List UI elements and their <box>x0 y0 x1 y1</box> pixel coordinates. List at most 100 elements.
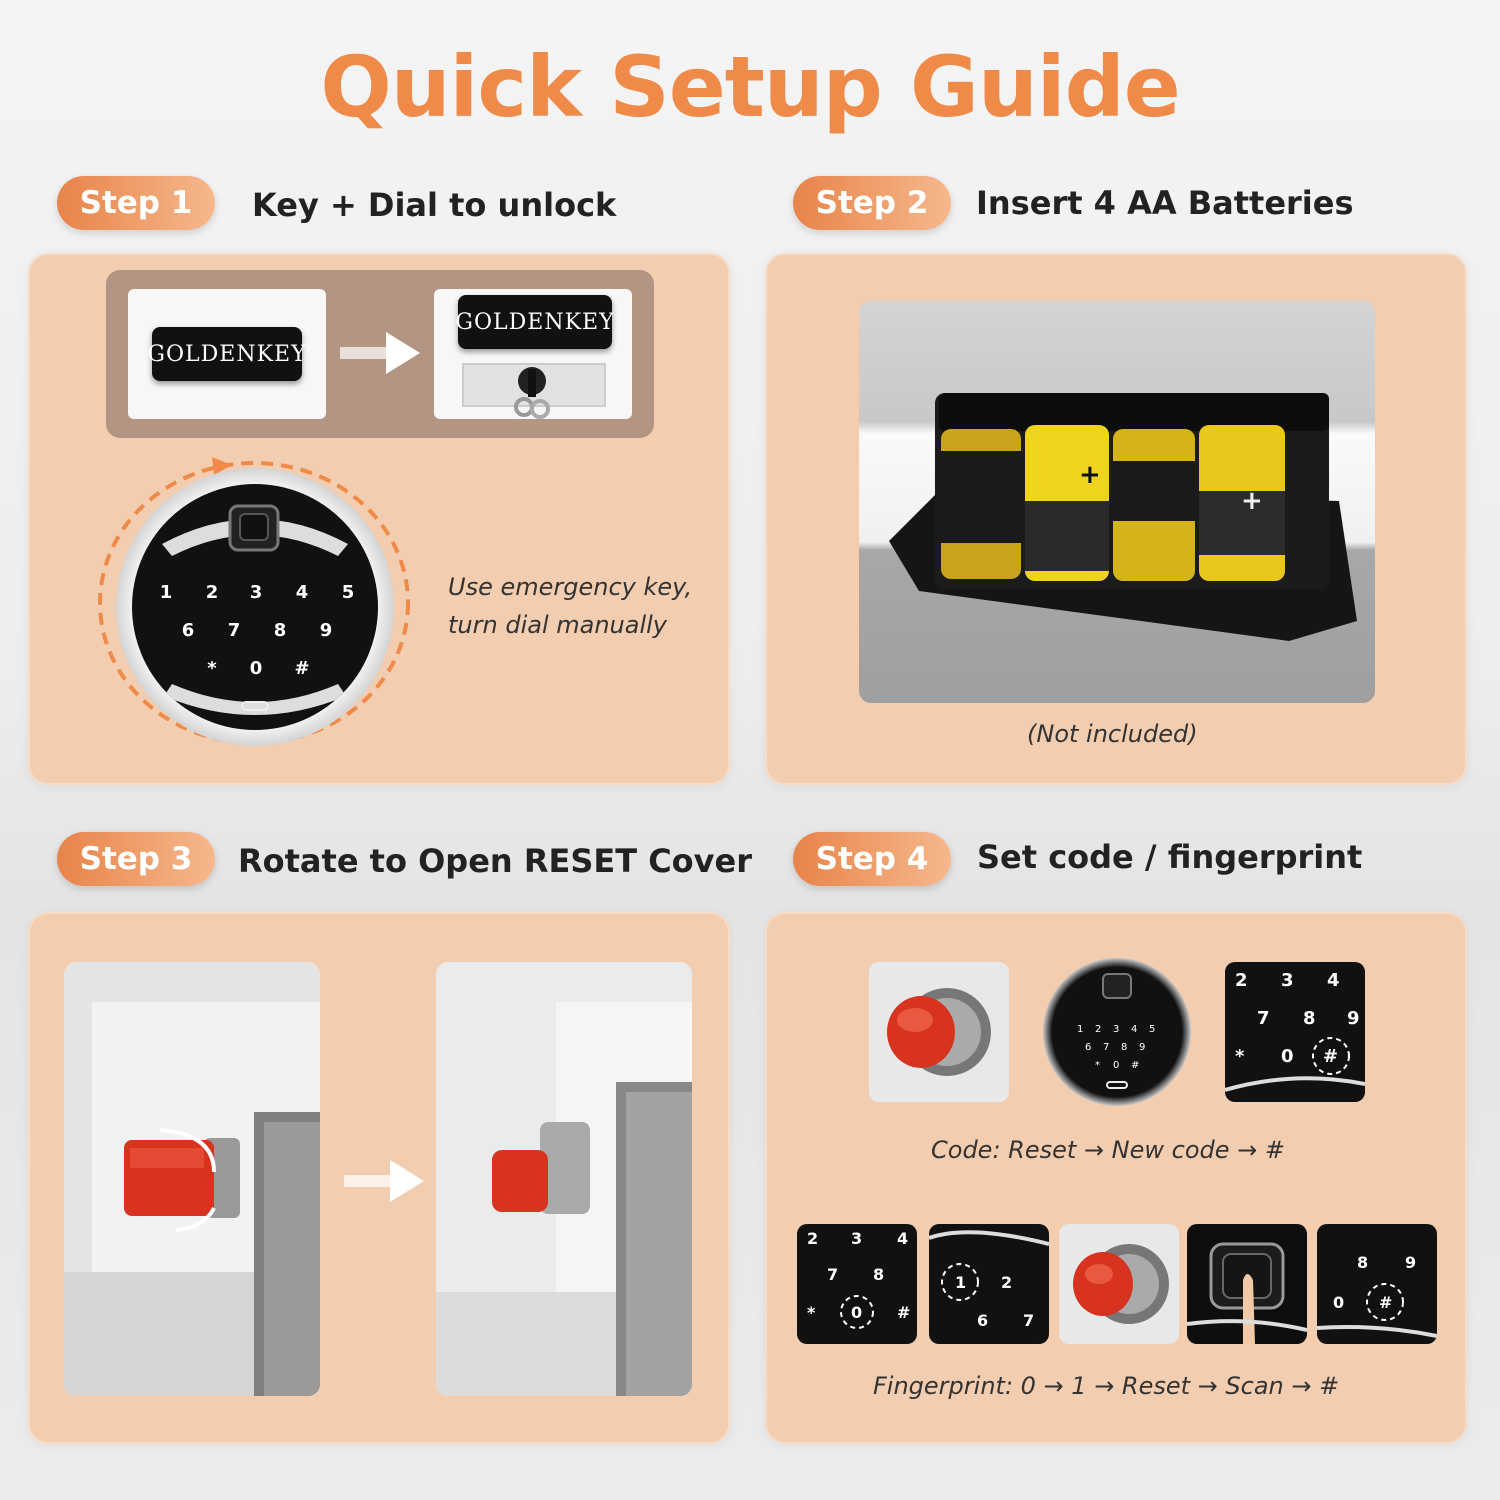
battery-tray-icon: + + <box>889 393 1357 641</box>
svg-text:+: + <box>1079 460 1101 490</box>
arrow-right-icon <box>344 1160 424 1202</box>
reset-cover-open-icon <box>436 1002 692 1396</box>
svg-text:0: 0 <box>851 1303 862 1322</box>
svg-text:8: 8 <box>873 1265 884 1284</box>
arrow-right-icon <box>340 332 420 374</box>
keypad-key-0: 0 <box>249 658 263 679</box>
reset-button-thumb <box>869 962 1009 1102</box>
brand-plate-raised: GOLDENKEY <box>455 295 614 349</box>
dial-thumb: 1 2 3 4 5 6 7 8 9 * 0 # <box>1043 958 1191 1106</box>
step-4-badge: Step 4 <box>793 832 951 886</box>
fingerprint-step-scan-thumb <box>1187 1224 1307 1344</box>
svg-text:7: 7 <box>827 1265 838 1284</box>
step-3-panel <box>28 912 730 1444</box>
unlocked-plate-card: GOLDENKEY <box>434 289 632 419</box>
fingerprint-step-key-0-thumb: 2 3 4 7 8 * 0 # <box>797 1224 917 1344</box>
keypad-key-7: 7 <box>227 620 241 641</box>
svg-text:7: 7 <box>1023 1311 1034 1330</box>
svg-text:7: 7 <box>1103 1042 1109 1053</box>
svg-text:3: 3 <box>851 1229 862 1248</box>
svg-text:#: # <box>897 1303 910 1322</box>
svg-text:3: 3 <box>1113 1024 1119 1035</box>
dial-keypad-icon: 1 2 3 4 5 6 7 8 9 * 0 # <box>1077 973 1155 1089</box>
keypad-key-5: 5 <box>341 582 355 603</box>
keypad-key-2: 2 <box>205 582 219 603</box>
battery-cells: + + <box>941 425 1285 581</box>
fingerprint-caption: Fingerprint: 0 → 1 → Reset → Scan → # <box>873 1372 1340 1400</box>
electronic-dial: 1 2 3 4 5 6 7 8 9 * 0 # <box>116 468 394 746</box>
svg-text:9: 9 <box>1347 1008 1360 1029</box>
svg-text:6: 6 <box>1085 1042 1091 1053</box>
svg-text:1: 1 <box>1077 1024 1083 1035</box>
reset-button-icon <box>1073 1244 1169 1324</box>
step-3-badge: Step 3 <box>57 832 215 886</box>
svg-text:#: # <box>1131 1060 1139 1071</box>
step-4-title: Set code / fingerprint <box>977 838 1363 876</box>
svg-text:9: 9 <box>1405 1253 1416 1272</box>
keypad-hash-highlight-icon: 8 9 0 # <box>1317 1253 1437 1338</box>
reset-cover-open-photo <box>436 962 692 1396</box>
keypad-key-4: 4 <box>295 582 309 603</box>
step-2-panel: + + (Not included) <box>765 253 1467 785</box>
fingerprint-scanner-icon <box>1187 1242 1307 1344</box>
brand-plate: GOLDENKEY <box>147 327 306 381</box>
keypad-key-1: 1 <box>159 582 173 603</box>
svg-text:*: * <box>1095 1060 1100 1071</box>
svg-text:2: 2 <box>807 1229 818 1248</box>
svg-text:9: 9 <box>1139 1042 1145 1053</box>
svg-text:+: + <box>1241 486 1263 516</box>
page-title: Quick Setup Guide <box>320 38 1180 136</box>
keypad-key-hash: # <box>294 658 310 679</box>
step-2-title: Insert 4 AA Batteries <box>976 184 1354 222</box>
step-1-panel: GOLDENKEY GOLDENKEY <box>28 253 730 785</box>
battery-tray-photo: + + <box>859 301 1375 703</box>
svg-text:4: 4 <box>897 1229 908 1248</box>
svg-text:8: 8 <box>1357 1253 1368 1272</box>
svg-text:3: 3 <box>1281 970 1294 991</box>
step-4-panel: 1 2 3 4 5 6 7 8 9 * 0 # 2 3 4 7 8 9 * 0 # Code: Reset →… <box>765 912 1467 1444</box>
dial-silver-bands-icon <box>162 504 348 715</box>
step-1-title: Key + Dial to unlock <box>252 186 617 224</box>
svg-text:#: # <box>1379 1293 1392 1312</box>
reset-cover-closed-photo <box>64 962 320 1396</box>
reset-button-icon <box>887 988 991 1076</box>
code-caption: Code: Reset → New code → # <box>931 1136 1285 1164</box>
svg-text:*: * <box>1235 1046 1245 1067</box>
svg-text:5: 5 <box>1149 1024 1155 1035</box>
svg-text:*: * <box>807 1303 816 1322</box>
keypad-key-9: 9 <box>319 620 333 641</box>
dial-keypad-face: 1 2 3 4 5 6 7 8 9 * 0 # <box>132 484 378 730</box>
svg-text:7: 7 <box>1257 1008 1270 1029</box>
step-2-caption: (Not included) <box>1027 720 1198 748</box>
keypad-key-6: 6 <box>181 620 195 641</box>
svg-text:8: 8 <box>1303 1008 1316 1029</box>
svg-text:8: 8 <box>1121 1042 1127 1053</box>
step-1-caption-line-2: turn dial manually <box>448 611 667 639</box>
fingerprint-step-hash-thumb: 8 9 0 # <box>1317 1224 1437 1344</box>
keypad-zero-highlight-icon: 2 3 4 7 8 * 0 # <box>807 1229 910 1329</box>
svg-text:0: 0 <box>1281 1046 1294 1067</box>
svg-text:4: 4 <box>1327 970 1340 991</box>
keypad-key-star: * <box>207 658 217 679</box>
locked-plate-card: GOLDENKEY <box>128 289 326 419</box>
svg-text:4: 4 <box>1131 1024 1137 1035</box>
svg-text:6: 6 <box>977 1311 988 1330</box>
reset-cover-closed-icon <box>64 1002 320 1396</box>
svg-text:1: 1 <box>955 1273 966 1292</box>
fingerprint-step-reset-thumb <box>1059 1224 1179 1344</box>
keypad-key-3: 3 <box>249 582 263 603</box>
svg-text:0: 0 <box>1113 1060 1119 1071</box>
step-1-badge: Step 1 <box>57 176 215 230</box>
svg-text:0: 0 <box>1333 1293 1344 1312</box>
svg-text:2: 2 <box>1095 1024 1101 1035</box>
lock-comparison-strip: GOLDENKEY GOLDENKEY <box>106 270 654 438</box>
svg-text:#: # <box>1323 1046 1338 1067</box>
step-1-caption-line-1: Use emergency key, <box>448 573 693 601</box>
step-2-badge: Step 2 <box>793 176 951 230</box>
key-icon <box>514 367 550 419</box>
step-3-title: Rotate to Open RESET Cover <box>238 842 752 880</box>
keypad-key-8: 8 <box>273 620 287 641</box>
